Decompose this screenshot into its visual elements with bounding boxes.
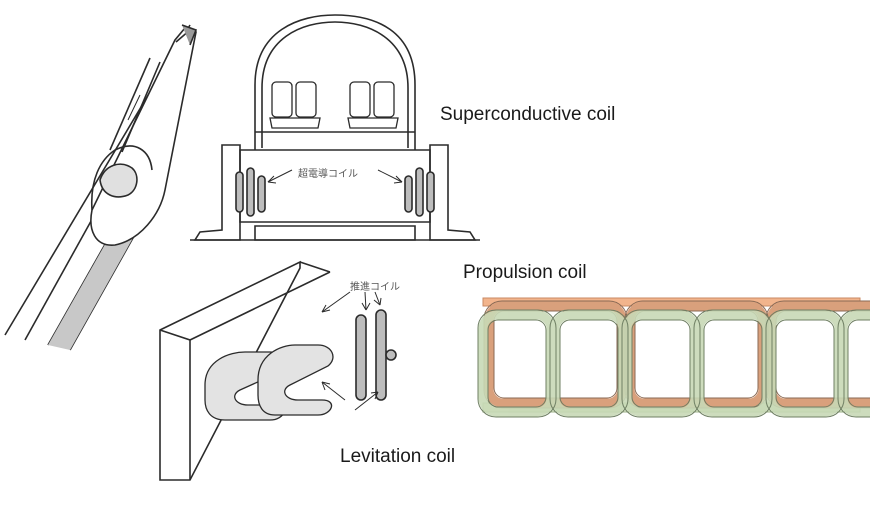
- propulsion-coil-jp-label: 推進コイル: [350, 282, 400, 293]
- levitation-coil-label: Levitation coil: [340, 446, 456, 467]
- coil-arrangement: [477, 297, 870, 418]
- train-illustration: [4, 24, 198, 351]
- cross-section: [190, 14, 480, 241]
- superconductive-coil-label: Superconductive coil: [440, 104, 616, 125]
- guideway-wall: [159, 260, 397, 481]
- propulsion-coil-label: Propulsion coil: [463, 262, 587, 283]
- superconductive-coil-jp-label: 超電導コイル: [298, 169, 358, 180]
